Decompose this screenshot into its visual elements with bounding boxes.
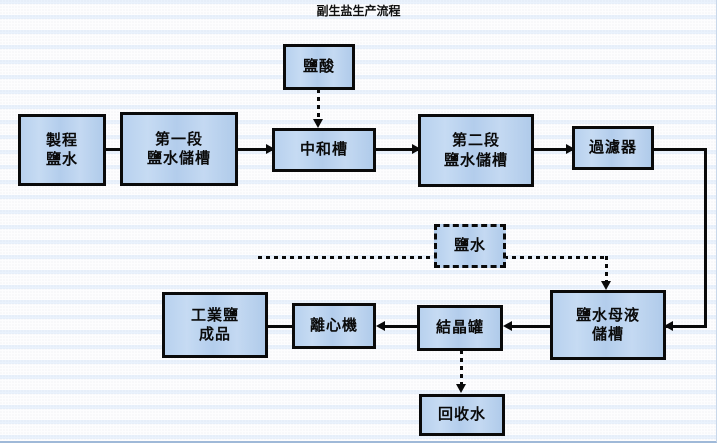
arrowhead-filter-in	[566, 144, 575, 154]
node-label-line2: 鹽水儲槽	[443, 150, 508, 169]
arrowhead-stage2-in	[412, 144, 421, 154]
node-label-line1: 鹽水	[453, 236, 486, 255]
node-industrial-salt-product[interactable]: 工業鹽 成品	[162, 292, 268, 358]
arrowhead-neutralization-top-in	[313, 119, 323, 128]
node-label-line1: 第一段	[154, 129, 203, 148]
edge-acid-to-neutralization	[317, 89, 320, 121]
node-label-line1: 工業鹽	[190, 305, 239, 324]
node-label-line1: 離心機	[309, 316, 358, 335]
node-label-line2: 成品	[198, 325, 231, 343]
node-neutralization-tank[interactable]: 中和槽	[272, 128, 376, 172]
arrowhead-recovered-water-in	[456, 384, 466, 393]
node-centrifuge[interactable]: 離心機	[292, 303, 376, 349]
node-label-line1: 鹽酸	[302, 57, 335, 76]
node-stage2-brine-tank[interactable]: 第二段 鹽水儲槽	[418, 114, 534, 187]
edge-brine-to-mother-liquor-vertical	[605, 256, 608, 284]
arrowhead-mother-liquor-right-in	[664, 321, 673, 331]
node-filter[interactable]: 過濾器	[572, 126, 654, 170]
edge-brine-to-mother-liquor-horizontal	[504, 256, 608, 259]
edge-brine-left-stub	[258, 256, 436, 259]
edge-stage2-to-filter	[532, 148, 574, 151]
arrowhead-mother-liquor-top-in	[601, 281, 611, 290]
node-label-line2: 鹽水儲槽	[146, 149, 211, 167]
edge-process-brine-to-stage1	[104, 148, 122, 151]
edge-crystallizer-to-centrifuge	[382, 325, 419, 328]
node-label-line1: 鹽水母液	[575, 305, 640, 324]
node-label-line1: 製程	[45, 130, 78, 149]
node-label-line2: 鹽水	[45, 150, 78, 168]
edge-neutralization-to-stage2	[374, 148, 420, 151]
node-label-line1: 中和槽	[299, 140, 348, 159]
node-crystallizer[interactable]: 結晶罐	[417, 305, 503, 351]
arrowhead-crystallizer-in	[503, 321, 512, 331]
node-label-line1: 第二段	[451, 131, 500, 150]
node-label-line1: 過濾器	[588, 138, 637, 157]
node-stage1-brine-tank[interactable]: 第一段 鹽水儲槽	[120, 112, 238, 186]
arrowhead-neutralization-in	[266, 144, 275, 154]
edge-filter-out-horizontal	[652, 148, 707, 151]
node-recovered-water[interactable]: 回收水	[419, 394, 505, 436]
arrowhead-centrifuge-in	[376, 321, 385, 331]
node-label-line1: 回收水	[437, 405, 486, 424]
node-brine[interactable]: 鹽水	[434, 224, 506, 268]
edge-filter-out-vertical	[704, 148, 707, 328]
edge-stage1-to-neutralization	[236, 148, 274, 151]
edge-filter-to-mother-liquor	[666, 325, 707, 328]
node-brine-mother-liquor-tank[interactable]: 鹽水母液 儲槽	[550, 290, 666, 360]
edge-crystallizer-to-recovered-water	[460, 350, 463, 386]
edge-centrifuge-to-product	[266, 325, 294, 328]
page-title: 副生盐生产流程	[316, 4, 401, 18]
node-hydrochloric-acid[interactable]: 鹽酸	[283, 44, 355, 90]
node-label-line1: 結晶罐	[435, 318, 484, 337]
edge-mother-liquor-to-crystallizer	[509, 325, 552, 328]
node-process-brine[interactable]: 製程 鹽水	[18, 114, 106, 186]
node-label-line2: 儲槽	[591, 325, 624, 343]
